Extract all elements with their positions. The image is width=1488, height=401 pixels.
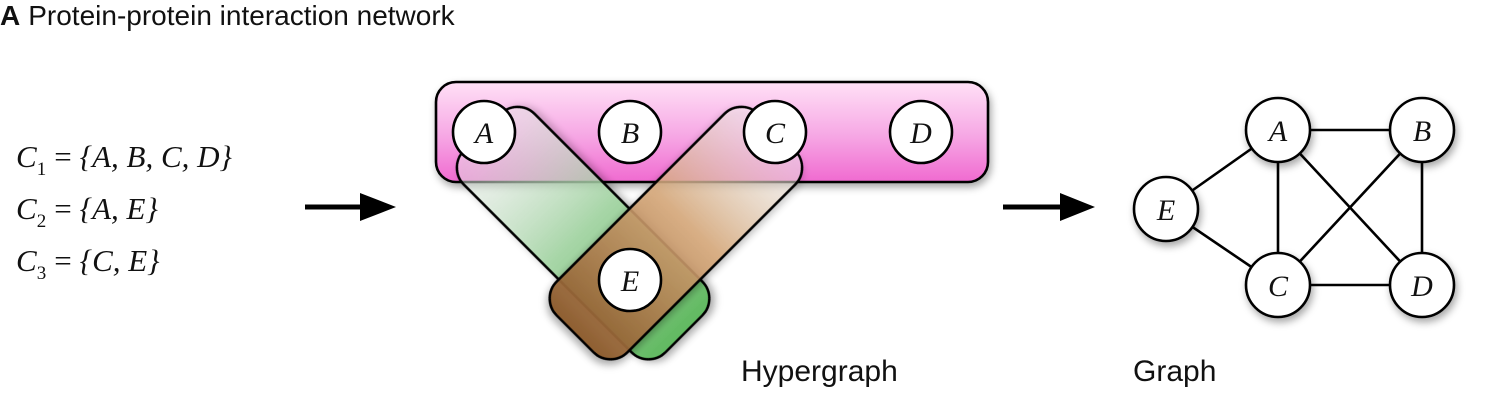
set-index: 3 xyxy=(37,263,47,284)
set-index: 1 xyxy=(37,159,47,180)
set-definition-3: C3 = {C, E} xyxy=(16,243,160,284)
set-name: C xyxy=(16,243,37,278)
set-members: {C, E} xyxy=(80,243,161,278)
set-definition-1: C1 = {A, B, C, D} xyxy=(16,139,233,180)
set-name: C xyxy=(16,191,37,226)
node-circle xyxy=(451,99,517,165)
node-label: D xyxy=(1410,270,1433,303)
node-circle xyxy=(1244,96,1312,164)
node-label: B xyxy=(1413,115,1431,148)
node-circle xyxy=(742,99,808,165)
panel-letter: A xyxy=(0,0,20,31)
node-circle xyxy=(1132,175,1200,243)
equals-sign: = xyxy=(54,243,71,278)
arrow-head-icon xyxy=(360,193,396,221)
node-circle xyxy=(1388,96,1456,164)
set-definitions: C1={A, B, C, D} C2={A, E} C3={C, E} xyxy=(16,139,233,284)
hypergraph-caption: Hypergraph xyxy=(741,355,898,388)
node-label: A xyxy=(1267,115,1288,148)
node-circle xyxy=(1244,251,1312,319)
graph: A B C D E Graph xyxy=(1132,96,1456,388)
node-label: C xyxy=(765,117,786,150)
panel-title-text: Protein-protein interaction network xyxy=(28,0,455,31)
node-circle xyxy=(597,99,663,165)
node-circle xyxy=(1388,251,1456,319)
edge-b-c xyxy=(1277,129,1423,286)
node-label: B xyxy=(621,117,639,150)
hypergraph-node-d: D xyxy=(888,99,954,165)
node-label: C xyxy=(1268,270,1289,303)
arrow-to-hypergraph xyxy=(305,193,396,221)
node-label: E xyxy=(1156,194,1175,227)
graph-caption: Graph xyxy=(1133,355,1216,388)
hypergraph-node-e: E xyxy=(597,247,663,313)
hypergraph-node-b: B xyxy=(597,99,663,165)
set-members: {A, B, C, D} xyxy=(80,139,233,174)
node-circle xyxy=(597,247,663,313)
panel-title: A Protein-protein interaction network xyxy=(0,0,456,31)
graph-node-c: C xyxy=(1244,251,1312,319)
hypergraph-node-c: C xyxy=(742,99,808,165)
node-circle xyxy=(888,99,954,165)
equals-sign: = xyxy=(54,139,71,174)
set-name: C xyxy=(16,139,37,174)
arrow-head-icon xyxy=(1060,193,1095,221)
node-label: D xyxy=(909,117,932,150)
graph-node-b: B xyxy=(1388,96,1456,164)
graph-node-e: E xyxy=(1132,175,1200,243)
node-label: A xyxy=(473,117,494,150)
arrow-to-graph xyxy=(1003,193,1095,221)
hypergraph-node-a: A xyxy=(451,99,517,165)
set-definition-2: C2 = {A, E} xyxy=(16,191,158,232)
node-label: E xyxy=(620,265,639,298)
set-members: {A, E} xyxy=(80,191,159,226)
equals-sign: = xyxy=(54,191,71,226)
set-index: 2 xyxy=(37,211,47,232)
graph-node-a: A xyxy=(1244,96,1312,164)
hypergraph: A B C D E Hypergraph xyxy=(434,80,990,388)
graph-node-d: D xyxy=(1388,251,1456,319)
